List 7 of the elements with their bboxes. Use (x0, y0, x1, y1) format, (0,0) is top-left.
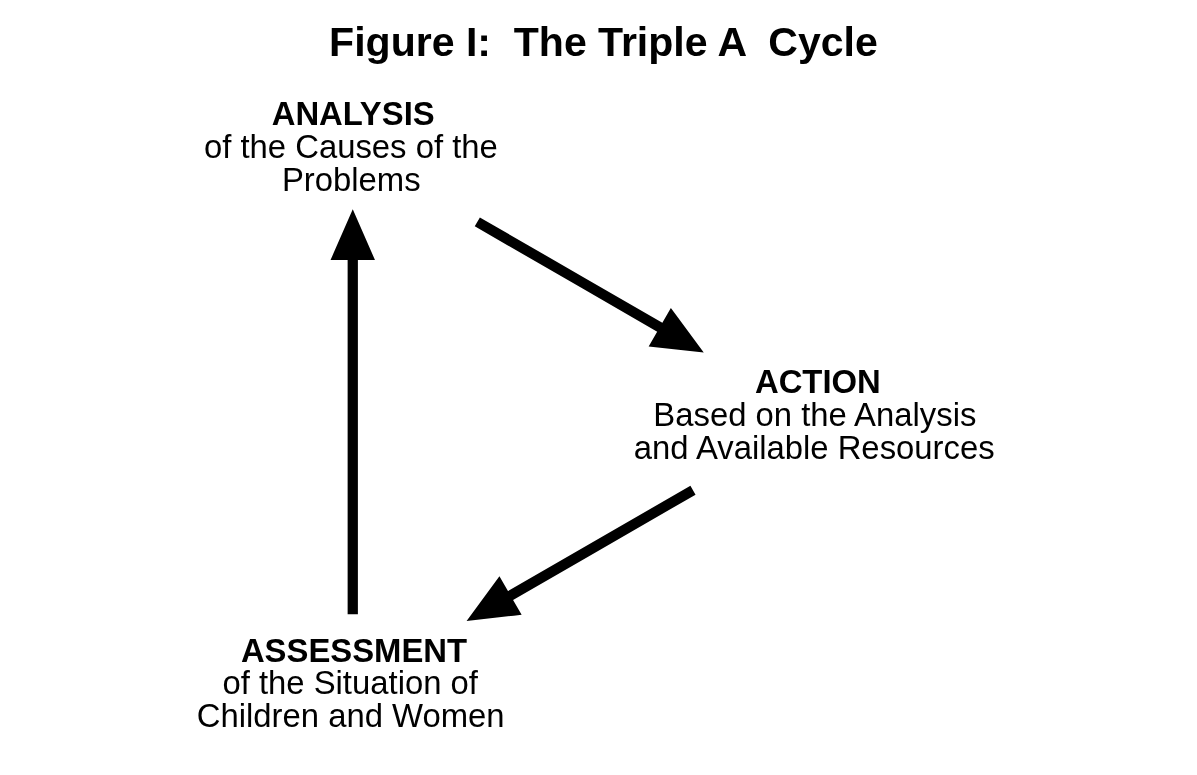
node-text: ASSESSMENT of the Situation of Children and Women (196, 631, 505, 735)
node-text: ANALYSIS of the Causes of the Problems (203, 94, 498, 198)
node-text: ACTION Based on the Analysis and Available Resources (633, 363, 995, 466)
arrow (330, 209, 375, 615)
arrow (474, 217, 704, 353)
diagram-title: Figure I: The Triple A Cycle (328, 18, 878, 65)
arrow (466, 485, 696, 621)
